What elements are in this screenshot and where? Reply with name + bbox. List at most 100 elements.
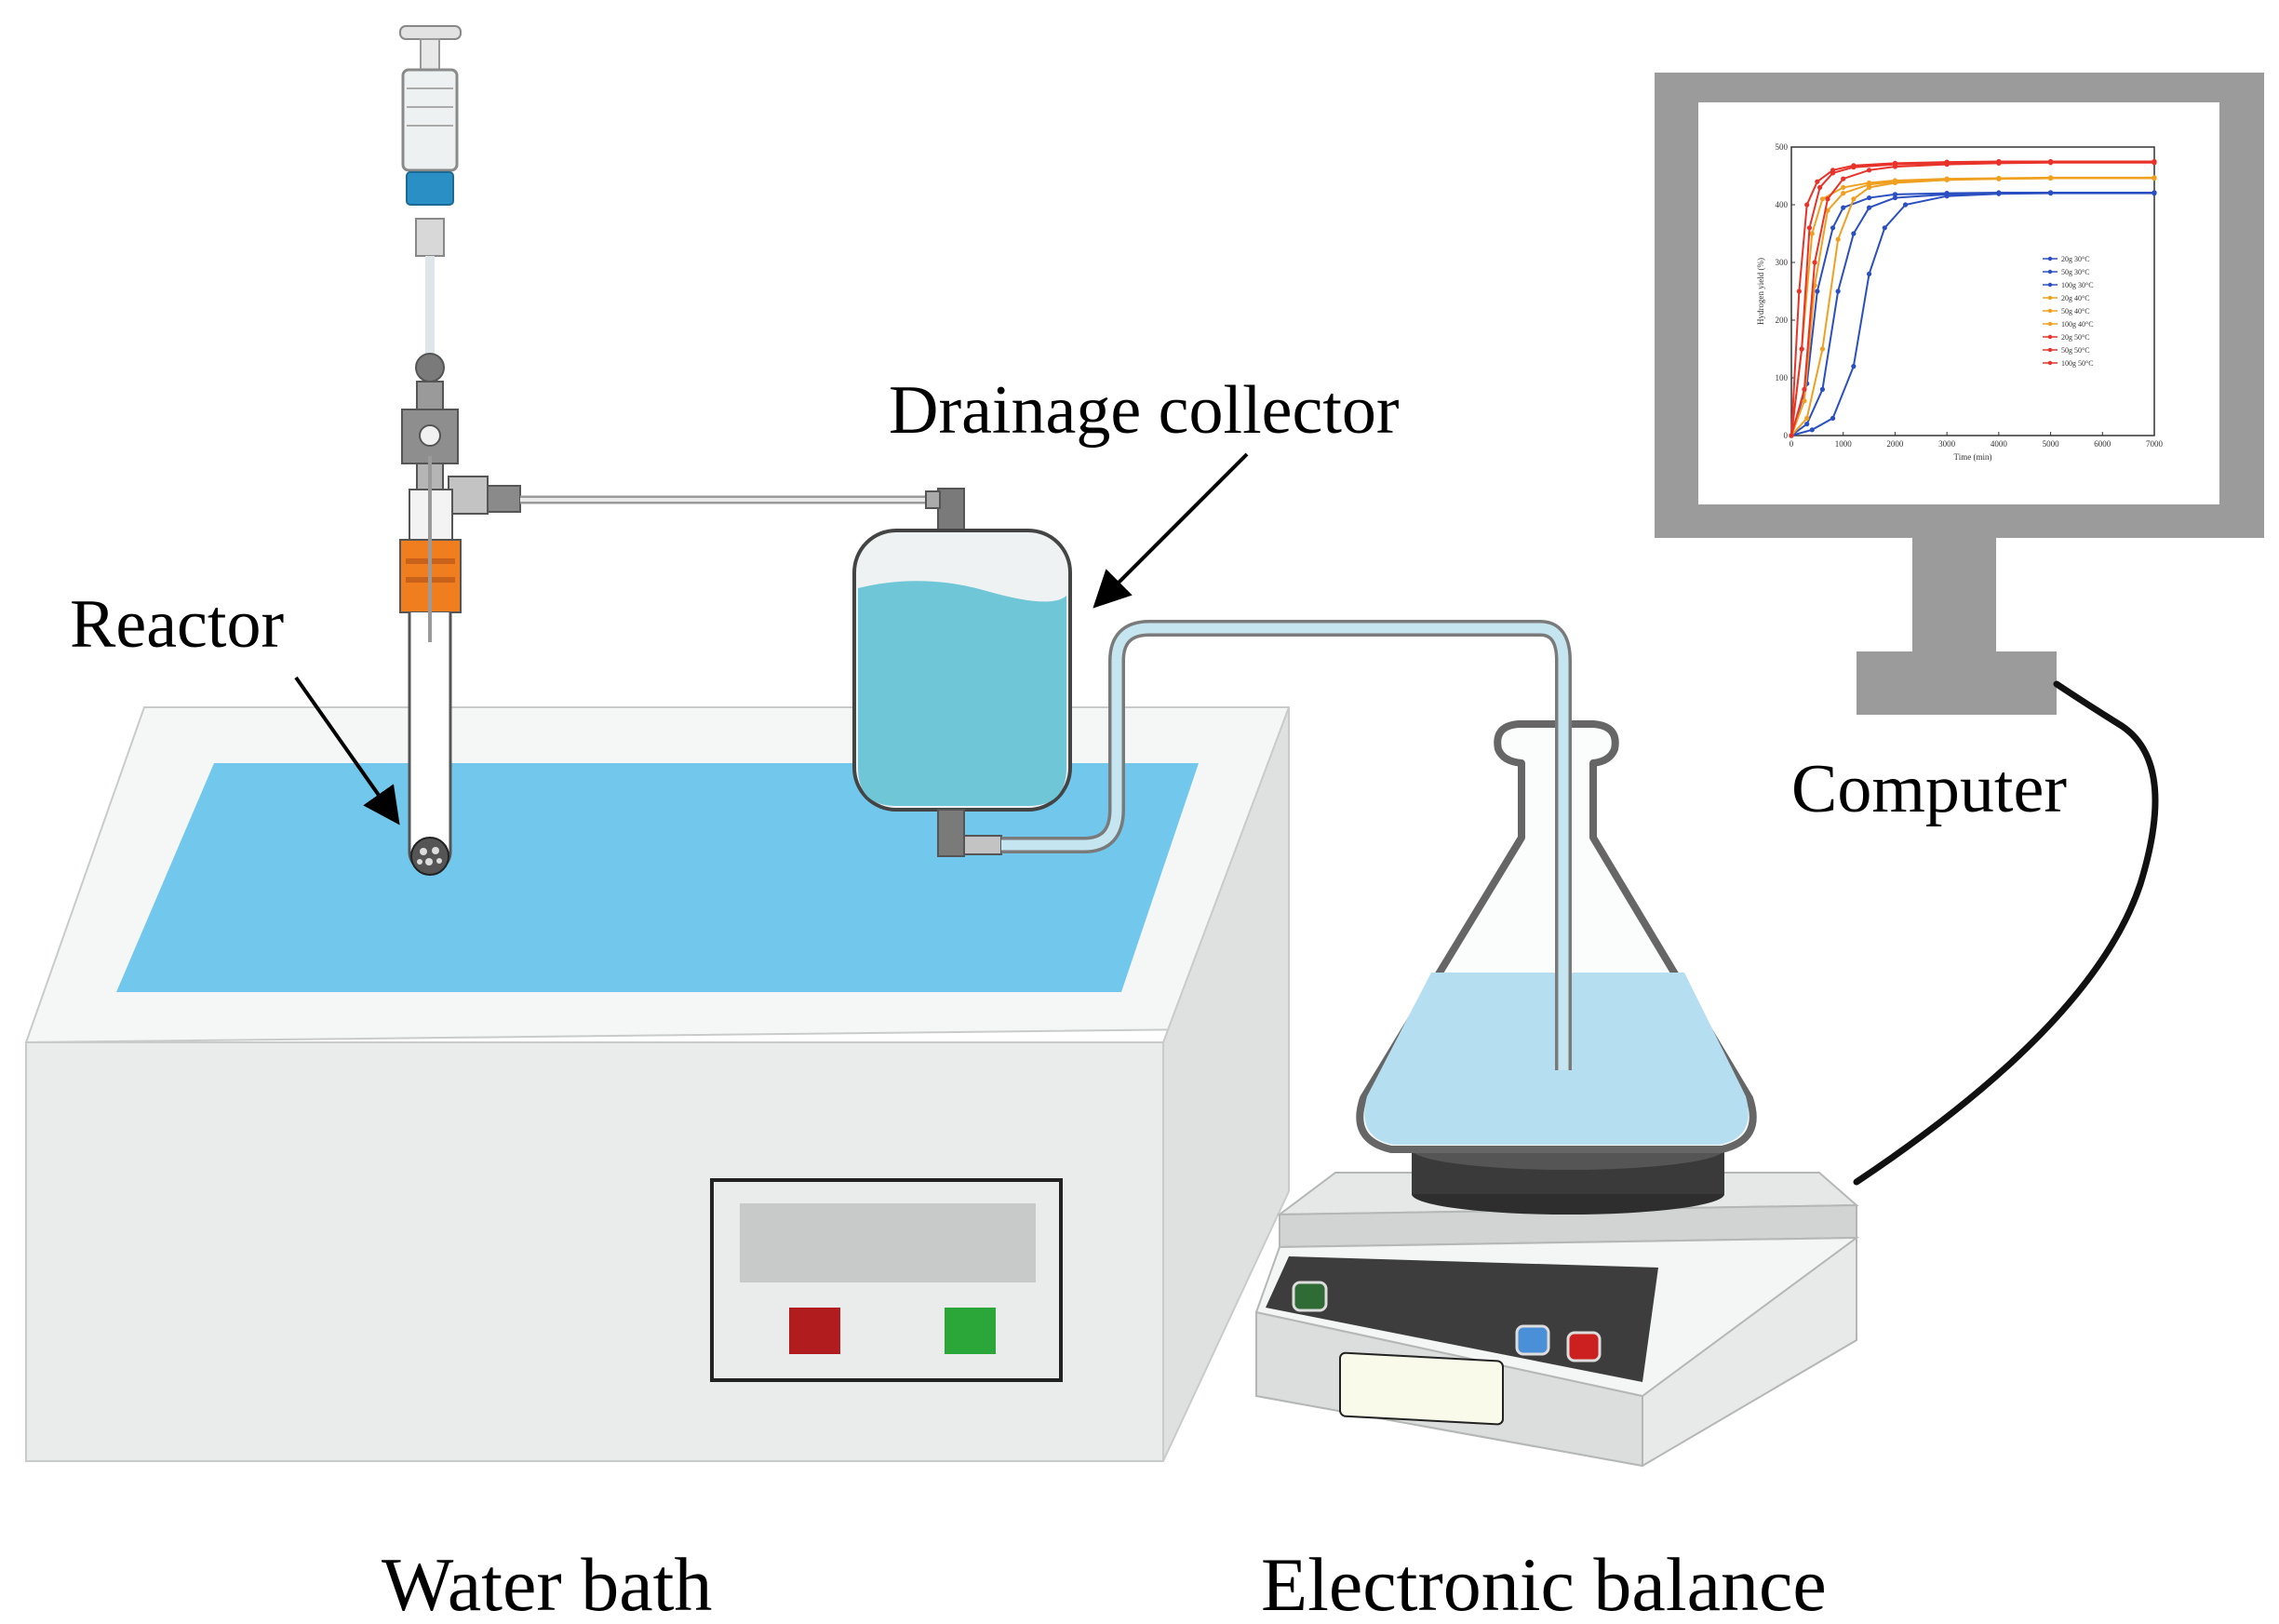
y-tick-label: 100: [1776, 373, 1789, 383]
x-tick-label: 5000: [2043, 439, 2060, 449]
water-bath-green-button[interactable]: [945, 1308, 996, 1354]
series-point: [1815, 289, 1820, 294]
series-point: [2152, 175, 2157, 181]
y-axis-label: Hydrogen yield (%): [1756, 258, 1765, 325]
series-point: [2047, 175, 2054, 181]
series-point: [1819, 346, 1826, 352]
legend-marker: [2047, 347, 2053, 353]
monitor-base: [1857, 651, 2057, 715]
series-point: [1802, 398, 1807, 404]
series-point: [1804, 415, 1810, 421]
x-tick-label: 6000: [2094, 439, 2111, 449]
x-tick-label: 4000: [1991, 439, 2008, 449]
series-point: [1841, 205, 1846, 210]
series-point: [1804, 202, 1810, 208]
x-tick-label: 3000: [1938, 439, 1956, 449]
data-cable: [1853, 680, 2159, 1186]
reactor: [399, 353, 521, 876]
series-point: [1892, 180, 1898, 186]
legend-marker: [2047, 269, 2053, 275]
water-bath-label: Water bath: [382, 1542, 712, 1624]
x-tick-label: 0: [1790, 439, 1794, 449]
series-point: [2152, 191, 2157, 196]
x-tick-label: 2000: [1886, 439, 1904, 449]
legend-label: 50g 50°C: [2061, 346, 2090, 355]
series-point: [1866, 205, 1872, 210]
balance-display: [1339, 1351, 1504, 1426]
legend-label: 100g 50°C: [2061, 359, 2094, 368]
series-point: [1866, 184, 1872, 190]
balance-red-button[interactable]: [1566, 1331, 1602, 1362]
series-point: [1819, 196, 1826, 202]
monitor-screen: [1698, 102, 2219, 504]
syringe: [399, 25, 462, 358]
monitor-neck: [1912, 538, 1996, 654]
series-point: [1825, 196, 1830, 202]
collector-water: [858, 581, 1066, 806]
legend-label: 20g 40°C: [2061, 294, 2090, 302]
series-point: [1944, 177, 1950, 182]
series-point: [1804, 422, 1810, 427]
legend-marker: [2047, 295, 2053, 301]
series-point: [1812, 260, 1817, 265]
series-point: [2047, 160, 2054, 166]
legend-label: 20g 30°C: [2061, 255, 2090, 263]
y-tick-label: 500: [1776, 142, 1789, 152]
drainage-collector: [852, 488, 1072, 857]
y-tick-label: 200: [1776, 315, 1789, 325]
series-point: [1851, 364, 1857, 369]
series-point: [1996, 176, 2002, 181]
electronic-balance-label: Electronic balance: [1261, 1542, 1827, 1624]
series-point: [1866, 195, 1872, 201]
legend-label: 100g 40°C: [2061, 320, 2094, 329]
legend-label: 50g 30°C: [2061, 268, 2090, 276]
series-point: [1882, 225, 1887, 231]
series-point: [1851, 196, 1857, 202]
plot-frame: [1790, 146, 2155, 436]
series-point: [1835, 289, 1841, 294]
conical-flask: [1356, 670, 1757, 1153]
y-tick-label: 0: [1784, 431, 1789, 440]
series-point: [1851, 231, 1857, 236]
legend-label: 20g 50°C: [2061, 333, 2090, 342]
syringe-plunger: [406, 171, 454, 206]
legend-label: 100g 30°C: [2061, 281, 2094, 289]
series-point: [2047, 191, 2054, 196]
series-point: [1809, 427, 1815, 433]
computer-label: Computer: [1791, 751, 2067, 827]
y-tick-label: 400: [1776, 200, 1789, 209]
series-point: [1866, 271, 1872, 276]
drainage-collector-arrow: [1093, 452, 1249, 609]
water-bath-display: [740, 1203, 1036, 1282]
series-point: [1819, 386, 1826, 392]
series-point: [1815, 179, 1820, 184]
series-point: [1830, 225, 1836, 231]
balance-green-button[interactable]: [1292, 1281, 1328, 1312]
reactor-catalyst: [410, 837, 449, 876]
series-point: [1817, 184, 1823, 190]
series-point: [1944, 162, 1950, 168]
series-point: [1851, 165, 1857, 170]
water-bath: [24, 706, 1290, 1462]
x-tick-label: 1000: [1835, 439, 1853, 449]
series-point: [2152, 160, 2157, 166]
series-point: [1866, 168, 1872, 173]
series-point: [1806, 225, 1813, 231]
series-point: [1789, 433, 1794, 438]
series-point: [1830, 415, 1836, 421]
series-point: [1830, 170, 1836, 176]
drainage-collector-label: Drainage collector: [889, 372, 1400, 449]
legend-marker: [2047, 321, 2053, 327]
series-point: [1802, 386, 1807, 392]
series-point: [1841, 191, 1846, 196]
water-bath-red-button[interactable]: [789, 1308, 840, 1354]
legend-marker: [2047, 308, 2053, 314]
legend-marker: [2047, 360, 2053, 366]
series-point: [1892, 195, 1898, 201]
series-point: [1902, 202, 1909, 208]
series-point: [1892, 192, 1898, 197]
balance-blue-button[interactable]: [1515, 1324, 1550, 1356]
series-point: [1841, 176, 1846, 181]
